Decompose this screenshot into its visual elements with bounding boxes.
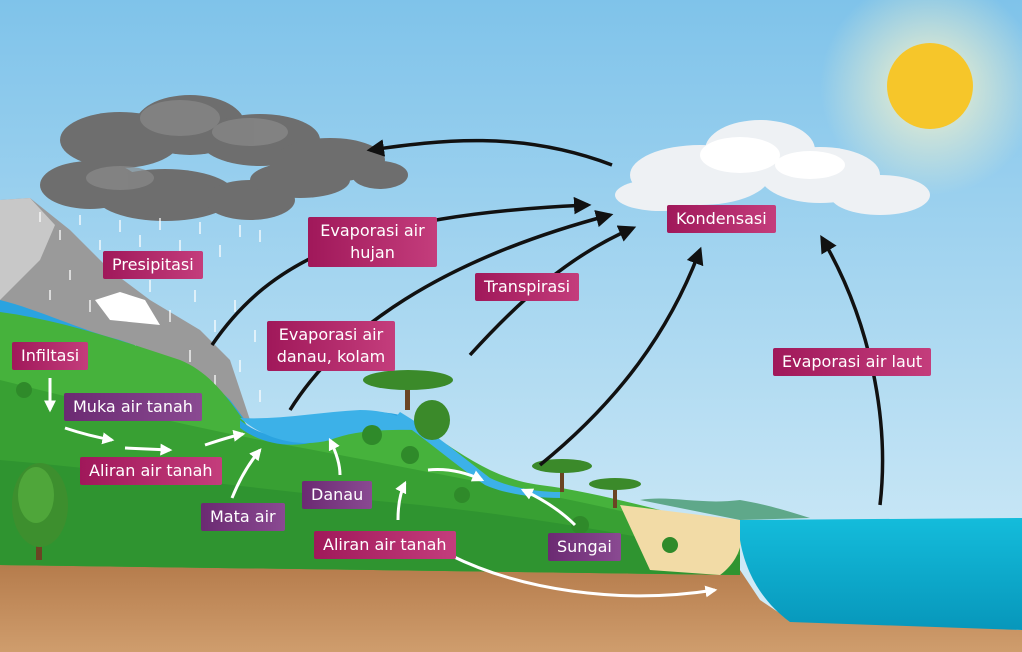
beach [620,505,742,575]
label-kondensasi: Kondensasi [667,205,776,233]
sea [740,518,1022,630]
label-aliran-air-tanah-bottom: Aliran air tanah [314,531,456,559]
acacia-trees [363,370,641,508]
sun [887,43,973,129]
groundwater-arrows [44,378,718,598]
snow [95,292,160,325]
label-presipitasi: Presipitasi [103,251,203,279]
small-trees [16,382,678,553]
tree-left [12,463,68,560]
label-evaporasi-air-hujan: Evaporasi air hujan [308,217,437,267]
rain [39,212,261,402]
river [395,412,560,498]
distant-hills [640,498,810,520]
label-evaporasi-air-laut: Evaporasi air laut [773,348,932,376]
label-evaporasi-air-danau: Evaporasi air danau, kolam [267,321,395,371]
soil-layer [0,560,1022,652]
label-muka-air-tanah: Muka air tanah [64,393,202,421]
label-danau: Danau [302,481,373,509]
label-transpirasi: Transpirasi [475,273,580,301]
label-aliran-air-tanah-left: Aliran air tanah [80,457,222,485]
label-mata-air: Mata air [201,503,285,531]
label-infiltasi: Infiltasi [12,342,89,370]
label-sungai: Sungai [548,533,621,561]
